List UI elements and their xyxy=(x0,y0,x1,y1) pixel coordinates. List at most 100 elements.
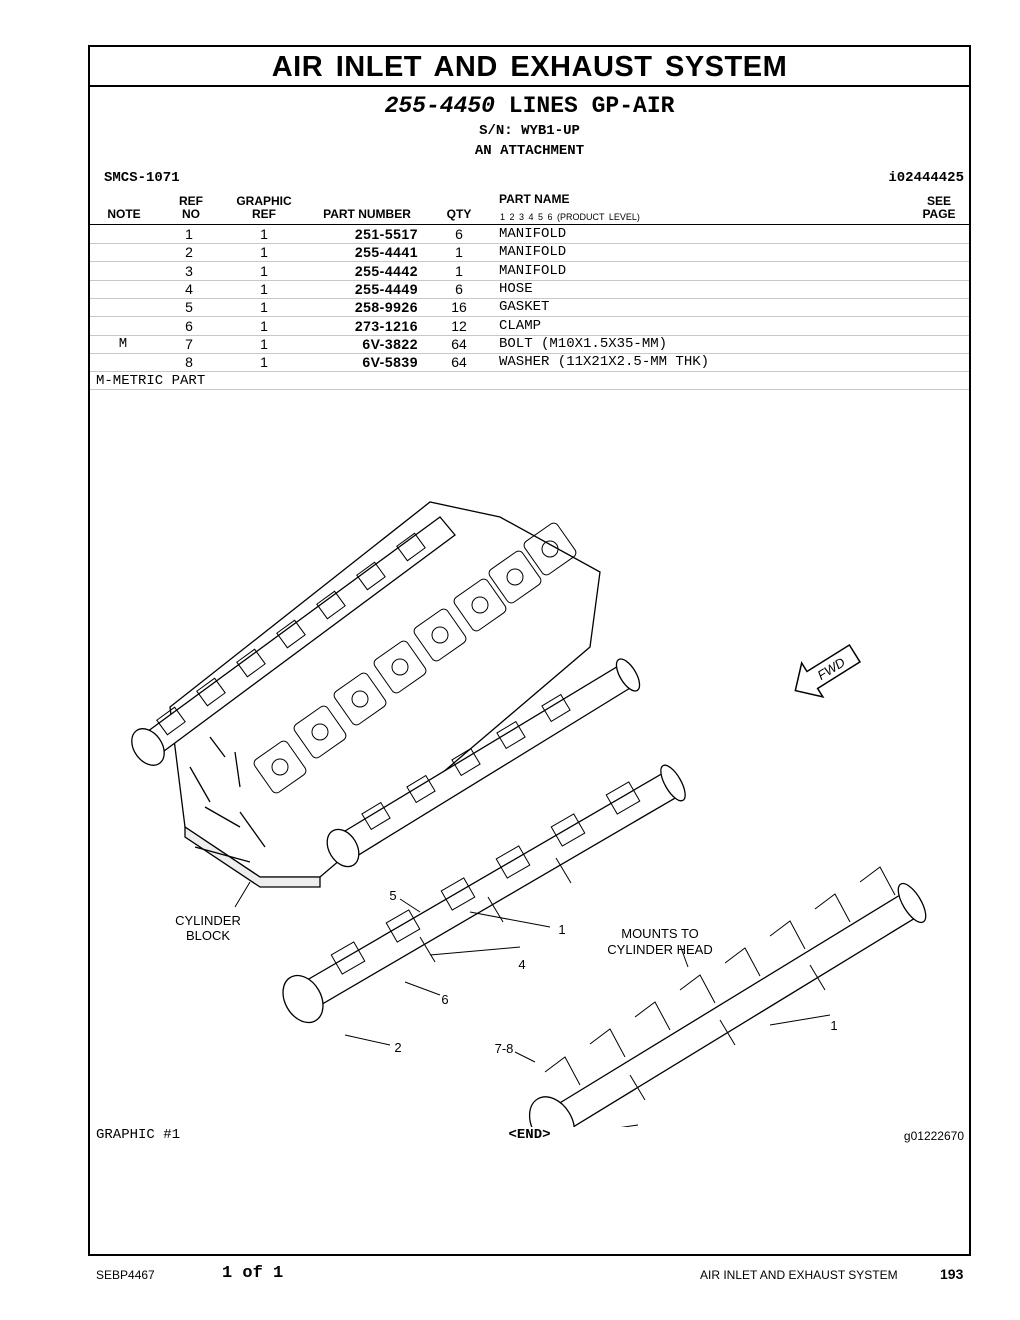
footer-page-of: 1 of 1 xyxy=(222,1264,284,1283)
row-qty: 64 xyxy=(451,335,467,352)
row-part-name: BOLT (M10X1.5X35-MM) xyxy=(499,335,668,352)
header-qty: QTY xyxy=(446,207,472,221)
attachment-label: AN ATTACHMENT xyxy=(474,143,585,159)
table-row: 3 1 255-4442 1 MANIFOLD xyxy=(90,262,969,281)
row-part-number: 251-5517 xyxy=(354,226,418,242)
header-no: NO xyxy=(182,207,200,221)
header-part-number: PART NUMBER xyxy=(323,207,411,221)
header-note: NOTE xyxy=(107,207,141,221)
row-ref-no: 6 xyxy=(185,317,193,334)
illustration-labels: CYLINDER BLOCK MOUNTS TO CYLINDER HEAD 5… xyxy=(175,888,837,1127)
footnote-divider xyxy=(90,389,969,390)
row-qty: 12 xyxy=(451,317,467,334)
header-graphic: GRAPHIC xyxy=(236,194,292,208)
callout-1-lower: 1 xyxy=(830,1018,837,1033)
row-graphic-ref: 1 xyxy=(260,335,268,352)
row-graphic-ref: 1 xyxy=(260,226,268,242)
callout-3: 3 xyxy=(644,1124,651,1127)
row-graphic-ref: 1 xyxy=(260,262,268,279)
row-qty: 6 xyxy=(455,280,463,297)
metric-footnote: M-METRIC PART xyxy=(96,373,206,389)
smcs-code: SMCS-1071 xyxy=(104,170,180,186)
callout-1-upper: 1 xyxy=(558,922,565,937)
graphic-label: GRAPHIC #1 xyxy=(96,1127,181,1143)
header-graphic-ref: GRAPHIC REF xyxy=(230,195,298,221)
mounts-label-2: CYLINDER HEAD xyxy=(607,942,712,957)
row-part-number: 6V-5839 xyxy=(362,354,418,371)
callout-4: 4 xyxy=(518,957,525,972)
row-part-number: 258-9926 xyxy=(354,299,418,316)
row-graphic-ref: 1 xyxy=(260,280,268,297)
page-title: AIR INLET AND EXHAUST SYSTEM xyxy=(90,47,969,87)
row-part-number: 255-4441 xyxy=(354,244,418,261)
header-ref-no: REF NO xyxy=(174,195,208,221)
row-qty: 6 xyxy=(455,226,463,242)
table-row: 8 1 6V-5839 64 WASHER (11X21X2.5-MM THK) xyxy=(90,353,969,373)
group-title: 255-4450 LINES GP-AIR xyxy=(90,93,969,119)
table-row: 6 1 273-1216 12 CLAMP xyxy=(90,317,969,336)
row-ref-no: 4 xyxy=(185,280,193,297)
row-graphic-ref: 1 xyxy=(260,299,268,316)
row-qty: 64 xyxy=(451,354,467,371)
row-part-name: MANIFOLD xyxy=(499,244,567,261)
header-see: SEE xyxy=(926,194,951,208)
row-part-number: 273-1216 xyxy=(354,317,418,334)
row-part-name: CLAMP xyxy=(499,317,542,334)
document-ident: i02444425 xyxy=(888,170,964,186)
row-part-number: 255-4449 xyxy=(354,280,418,297)
row-part-name: MANIFOLD xyxy=(499,226,567,242)
mounts-label-1: MOUNTS TO xyxy=(621,926,699,941)
group-name: LINES GP-AIR xyxy=(508,93,675,119)
row-part-number: 255-4442 xyxy=(354,262,418,279)
header-part-name: PART NAME xyxy=(499,192,570,206)
manifold-2-drawing xyxy=(282,764,686,1024)
callout-7-8: 7-8 xyxy=(495,1041,514,1056)
header-divider xyxy=(90,224,969,225)
group-number: 255-4450 xyxy=(384,93,495,119)
row-qty: 1 xyxy=(455,262,463,279)
cylinder-block-label-2: BLOCK xyxy=(186,928,230,943)
row-graphic-ref: 1 xyxy=(260,244,268,261)
header-graphic-ref-label: REF xyxy=(252,207,276,221)
footer-doc-number: SEBP4467 xyxy=(96,1268,155,1282)
row-graphic-ref: 1 xyxy=(260,317,268,334)
row-ref-no: 3 xyxy=(185,262,193,279)
table-row: 5 1 258-9926 16 GASKET xyxy=(90,298,969,318)
serial-number: S/N: WYB1-UP xyxy=(479,123,580,139)
graphic-id: g01222670 xyxy=(903,1129,964,1143)
row-ref-no: 8 xyxy=(185,354,193,371)
header-see-page: SEE PAGE xyxy=(916,195,962,221)
row-part-name: MANIFOLD xyxy=(499,262,567,279)
exploded-illustration: FWD xyxy=(131,501,927,1127)
row-note: M xyxy=(118,335,128,352)
table-row: 4 1 255-4449 6 HOSE xyxy=(90,280,969,299)
page-frame: AIR INLET AND EXHAUST SYSTEM 255-4450 LI… xyxy=(88,45,971,1256)
callout-5: 5 xyxy=(389,888,396,903)
footer-page-number: 193 xyxy=(940,1266,964,1282)
row-ref-no: 7 xyxy=(185,335,193,352)
product-levels: 1 2 3 4 5 6 (PRODUCT LEVEL) xyxy=(500,212,640,222)
cylinder-block-drawing xyxy=(131,501,641,888)
leader-lines xyxy=(234,881,831,1127)
fwd-arrow-icon: FWD xyxy=(794,643,862,699)
header-ref: REF xyxy=(179,194,203,208)
callout-6: 6 xyxy=(441,992,448,1007)
end-label: <END> xyxy=(508,1127,551,1143)
manifold-3-drawing xyxy=(528,866,927,1127)
cylinder-block-label-1: CYLINDER xyxy=(175,913,241,928)
header-page: PAGE xyxy=(922,207,956,221)
callout-2: 2 xyxy=(394,1040,401,1055)
footer-section: AIR INLET AND EXHAUST SYSTEM xyxy=(700,1268,898,1282)
row-ref-no: 1 xyxy=(185,226,193,242)
table-row: M 7 1 6V-3822 64 BOLT (M10X1.5X35-MM) xyxy=(90,335,969,354)
row-qty: 1 xyxy=(455,244,463,261)
row-part-name: HOSE xyxy=(499,280,533,297)
row-qty: 16 xyxy=(451,299,467,316)
row-graphic-ref: 1 xyxy=(260,354,268,371)
row-ref-no: 5 xyxy=(185,299,193,316)
row-part-name: WASHER (11X21X2.5-MM THK) xyxy=(499,354,710,371)
row-part-name: GASKET xyxy=(499,299,550,316)
row-part-number: 6V-3822 xyxy=(362,335,418,352)
table-row: 1 1 251-5517 6 MANIFOLD xyxy=(90,225,969,244)
